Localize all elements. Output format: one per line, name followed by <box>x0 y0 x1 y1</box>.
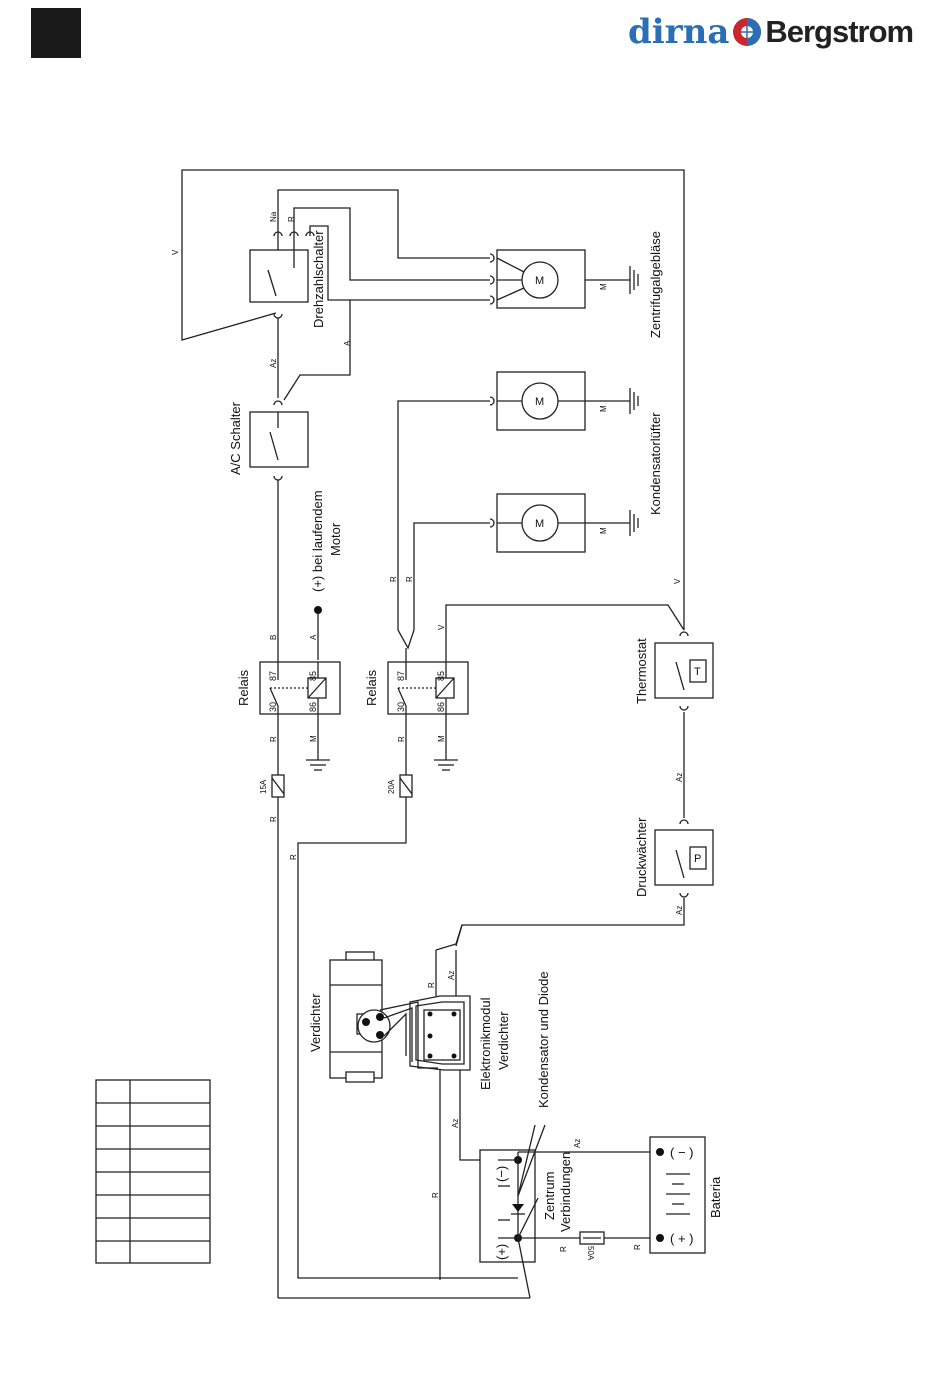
capdiode-label: Kondensator und Diode <box>536 971 551 1108</box>
svg-text:V: V <box>437 624 446 630</box>
relay-2: 87 85 30 86 Relais R M V <box>364 604 685 775</box>
thermostat-label: Thermostat <box>634 638 649 704</box>
condenser-fan-2: M M <box>413 493 639 630</box>
svg-text:( − ): ( − ) <box>670 1145 693 1160</box>
brand-logo: dirna Bergstrom <box>628 10 914 54</box>
blower-motor: M M Zentrifugalgebläse <box>489 231 663 338</box>
compressor: Verdichter <box>308 951 391 1083</box>
svg-text:B: B <box>269 635 278 640</box>
fuse-50a: 50A R <box>579 1231 658 1261</box>
module-label-2: Verdichter <box>496 1011 511 1070</box>
svg-text:Motor: Motor <box>328 522 343 556</box>
pressure-switch: P Druckwächter Az <box>455 817 714 947</box>
battery: ( − ) ( + ) Bateria <box>649 1136 723 1254</box>
svg-text:Na: Na <box>269 211 278 222</box>
svg-text:R: R <box>287 216 296 222</box>
svg-text:Az: Az <box>451 1119 460 1128</box>
svg-text:30: 30 <box>396 702 406 712</box>
center-connections: (−) (+) Zentrum Verbindungen Az R <box>278 1124 650 1299</box>
electronic-module: R Az Elektronikmodul Verdichter Az R <box>379 924 511 1280</box>
corner-black-marker <box>31 8 81 58</box>
svg-text:M: M <box>599 405 608 412</box>
relay-1-label: Relais <box>236 669 251 706</box>
svg-text:(−): (−) <box>494 1166 509 1182</box>
svg-text:M: M <box>437 735 446 742</box>
svg-text:P: P <box>694 853 701 865</box>
svg-text:M: M <box>535 518 544 530</box>
svg-text:M: M <box>535 396 544 408</box>
fuse-20a: 20A R <box>289 774 518 1279</box>
svg-text:(+) bei laufendem: (+) bei laufendem <box>310 490 325 592</box>
fuse-15a: 15A R <box>259 774 285 1298</box>
blower-label: Zentrifugalgebläse <box>648 231 663 338</box>
svg-text:T: T <box>694 666 701 678</box>
svg-text:R: R <box>289 854 298 860</box>
svg-text:R: R <box>559 1246 568 1252</box>
svg-text:R: R <box>269 736 278 742</box>
svg-text:85: 85 <box>308 671 318 681</box>
svg-text:Az: Az <box>573 1139 582 1148</box>
speed-switch: Na R Drehzahlschalter <box>249 189 490 328</box>
svg-text:Az: Az <box>269 359 278 368</box>
engine-running-terminal: A (+) bei laufendem Motor <box>309 490 343 660</box>
svg-text:M: M <box>309 735 318 742</box>
svg-text:A: A <box>309 634 318 640</box>
ac-switch-label: A/C Schalter <box>228 401 243 475</box>
speed-switch-label: Drehzahlschalter <box>311 230 326 328</box>
wire-v-loop: V V <box>171 169 685 630</box>
svg-text:Zentrum: Zentrum <box>542 1172 557 1220</box>
pressure-switch-label: Druckwächter <box>634 817 649 897</box>
svg-text:86: 86 <box>308 702 318 712</box>
wire-label: V <box>171 249 180 255</box>
svg-text:86: 86 <box>436 702 446 712</box>
brand-left: dirna <box>628 12 730 52</box>
svg-text:M: M <box>599 527 608 534</box>
svg-text:R: R <box>405 576 414 582</box>
svg-text:R: R <box>389 576 398 582</box>
relay-1: 87 85 30 86 Relais R M <box>236 660 341 775</box>
svg-text:R: R <box>431 1192 440 1198</box>
svg-text:85: 85 <box>436 671 446 681</box>
svg-text:M: M <box>535 275 544 287</box>
svg-text:R: R <box>397 736 406 742</box>
svg-text:30: 30 <box>268 702 278 712</box>
thermostat: T Thermostat Az <box>634 631 714 818</box>
svg-text:M: M <box>599 283 608 290</box>
svg-text:50A: 50A <box>586 1246 595 1261</box>
battery-label: Bateria <box>708 1176 723 1218</box>
svg-text:Verbindungen: Verbindungen <box>558 1152 573 1232</box>
svg-text:87: 87 <box>268 671 278 681</box>
condenser-fan-1: M M <box>397 371 639 630</box>
svg-text:Az: Az <box>447 971 456 980</box>
svg-text:Az: Az <box>675 906 684 915</box>
svg-text:( + ): ( + ) <box>670 1231 693 1246</box>
brand-right: Bergstrom <box>765 14 914 49</box>
globe-icon <box>733 18 762 46</box>
ac-switch: A/C Schalter B <box>228 400 309 660</box>
svg-text:R: R <box>427 982 436 988</box>
svg-text:A: A <box>343 340 352 346</box>
module-label-1: Elektronikmodul <box>478 997 493 1090</box>
svg-text:R: R <box>269 816 278 822</box>
svg-text:87: 87 <box>396 671 406 681</box>
svg-text:15A: 15A <box>259 779 268 794</box>
svg-text:Az: Az <box>675 773 684 782</box>
legend-table <box>95 1079 211 1264</box>
wire-label: V <box>673 578 682 584</box>
compressor-label: Verdichter <box>308 993 323 1052</box>
svg-text:R: R <box>633 1244 642 1250</box>
condenser-fan-label: Kondensatorlüfter <box>648 412 663 515</box>
svg-text:(+): (+) <box>494 1244 509 1260</box>
svg-text:20A: 20A <box>387 779 396 794</box>
relay-2-label: Relais <box>364 669 379 706</box>
